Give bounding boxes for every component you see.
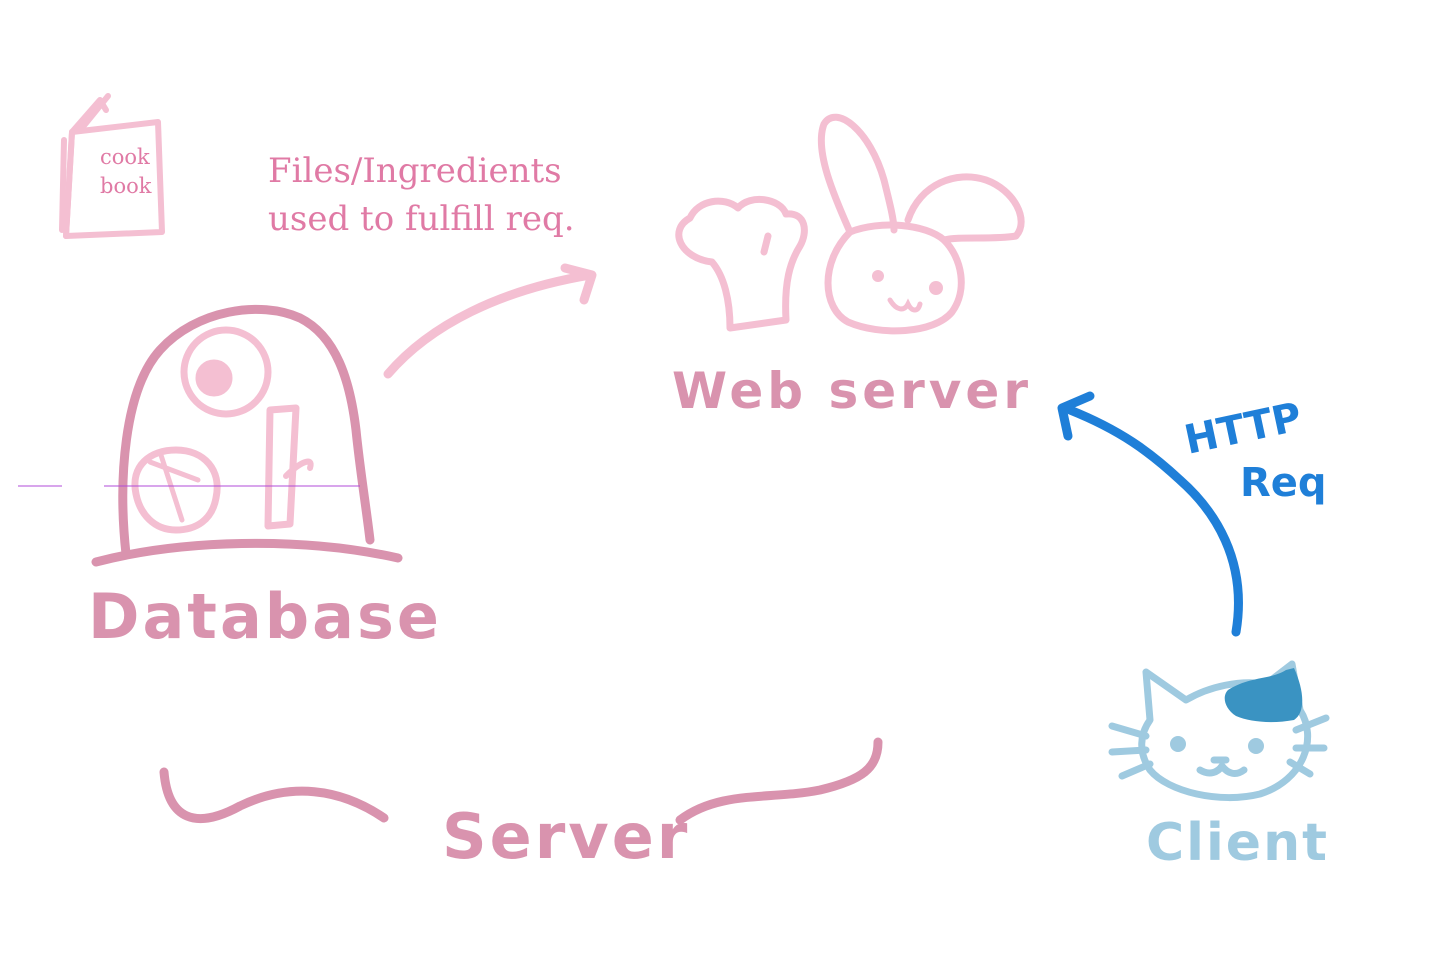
database-label: Database — [88, 580, 442, 653]
chef-hat-icon — [675, 195, 808, 332]
cat-eye-right — [1248, 738, 1264, 754]
bunny-eye-right — [929, 281, 943, 295]
cat-patch — [1224, 668, 1303, 723]
cat-eye-left — [1170, 736, 1186, 752]
server-label: Server — [442, 800, 690, 873]
http-req-label-line1: HTTP — [1181, 394, 1306, 464]
cookbook-label-line2: book — [100, 174, 152, 198]
ingredients-note-line1: Files/Ingredients — [268, 151, 562, 191]
cat-icon — [1108, 660, 1330, 802]
arrow-client-to-webserver — [1057, 391, 1243, 637]
cookbook-icon — [59, 93, 165, 239]
ingredients-note-line2: used to fulfill req. — [268, 199, 575, 239]
bunny-eye-left — [872, 270, 884, 282]
arrow-database-to-webserver — [383, 263, 597, 379]
client-label: Client — [1146, 813, 1329, 873]
database-dome-icon — [91, 304, 403, 567]
cookbook-label-line1: cook — [100, 145, 150, 169]
http-req-label-line2: Req — [1240, 460, 1327, 506]
web-server-label: Web server — [672, 362, 1032, 420]
bunny-mouth — [887, 297, 923, 313]
bunny-icon — [817, 113, 1025, 335]
server-brace — [159, 737, 883, 825]
